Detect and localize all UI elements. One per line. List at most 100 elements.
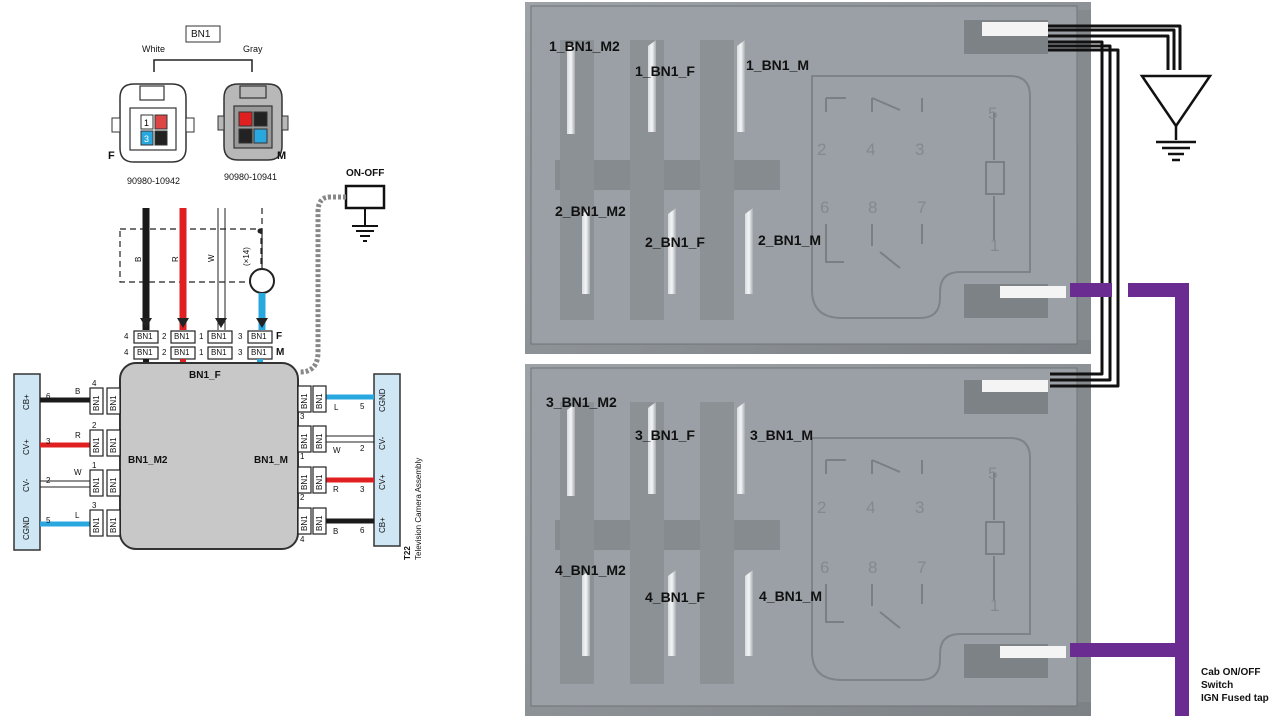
- relay-bot-num-2: 2: [817, 498, 827, 517]
- relay-top-num-7: 7: [917, 198, 927, 217]
- right-tag-3a: BN1: [300, 474, 309, 490]
- wire-label-x14: (×14): [242, 247, 251, 266]
- relay-mid-f-label: 2_BN1_F: [645, 234, 705, 250]
- left-outer-pin-2: 3: [46, 437, 51, 446]
- left-tag-4a: BN1: [92, 517, 101, 533]
- right-terminals: [297, 385, 327, 535]
- top-m-tag-3: BN1: [211, 348, 227, 357]
- svg-text:3: 3: [144, 134, 149, 144]
- module-label-left: BN1_M2: [128, 455, 168, 466]
- right-tag-1b: BN1: [315, 393, 324, 409]
- connector-title-box: [185, 25, 221, 43]
- top-m-tag-2: BN1: [174, 348, 190, 357]
- top-pin-2: 2: [162, 332, 167, 341]
- relay-top-m2-label: 1_BN1_M2: [549, 38, 620, 54]
- relay-r4-f-label: 4_BN1_F: [645, 589, 705, 605]
- left-wire-letter-3: W: [74, 468, 82, 477]
- relay-top-num-3: 3: [915, 140, 925, 159]
- top-m-tag-1: BN1: [137, 348, 153, 357]
- left-tag-2a: BN1: [92, 437, 101, 453]
- relay-r3-m2-label: 3_BN1_M2: [546, 394, 617, 410]
- right-outer-pin-1: 5: [360, 402, 365, 411]
- top-pin-4: 3: [238, 332, 243, 341]
- left-terminal-1: CB+: [22, 394, 31, 410]
- relay-bot-num-7: 7: [917, 558, 927, 577]
- wire-label-r: R: [171, 256, 180, 262]
- left-camera-block: [13, 373, 41, 551]
- wire-shield-box: [119, 228, 262, 283]
- relay-top: [525, 2, 1091, 354]
- right-wire-letter-2: W: [333, 446, 341, 455]
- relay-top-num-8: 8: [868, 198, 878, 217]
- left-wire-letter-1: B: [75, 387, 81, 396]
- left-tag-1a: BN1: [92, 395, 101, 411]
- cab-note-line-2: Switch: [1201, 680, 1234, 691]
- right-outer-pin-4: 6: [360, 526, 365, 535]
- pin-arrow-icons: [140, 318, 268, 328]
- left-outer-pin-1: 6: [46, 392, 51, 401]
- top-f-tag-4: BN1: [251, 332, 267, 341]
- female-color-label: White: [142, 44, 166, 54]
- top-row-m-tag: M: [276, 347, 285, 358]
- male-tag: M: [277, 150, 287, 162]
- right-outer-pin-2: 2: [360, 444, 365, 453]
- relay-bot-num-3: 3: [915, 498, 925, 517]
- relay-mid-m-label: 2_BN1_M: [758, 232, 822, 248]
- wire-label-b: B: [134, 256, 143, 262]
- relay-top-m-label: 1_BN1_M: [746, 57, 810, 73]
- female-tag: F: [108, 150, 115, 162]
- top-pin-3: 1: [199, 332, 204, 341]
- left-wire-letter-2: R: [75, 431, 81, 440]
- relay-top-num-4: 4: [866, 140, 876, 159]
- left-tag-3a: BN1: [92, 477, 101, 493]
- relay-r4-m-label: 4_BN1_M: [759, 588, 823, 604]
- male-connector-icon: [217, 83, 289, 161]
- right-terminal-4: CB+: [378, 517, 387, 533]
- right-tag-4b: BN1: [315, 515, 324, 531]
- right-wire-letter-1: L: [334, 403, 339, 412]
- top-m-tag-4: BN1: [251, 348, 267, 357]
- right-tag-1a: BN1: [300, 393, 309, 409]
- right-terminal-2: CV-: [378, 436, 387, 450]
- module-label-right: BN1_M: [254, 455, 288, 466]
- right-tag-2b: BN1: [315, 433, 324, 449]
- relay-top-f-label: 1_BN1_F: [635, 63, 695, 79]
- wire-white-top: [217, 208, 226, 330]
- left-tag-2b: BN1: [109, 437, 118, 453]
- connector-bracket: [153, 59, 253, 72]
- relay-top-num-6: 6: [820, 198, 830, 217]
- top-terminals: [133, 330, 273, 360]
- right-inner-pin-3: 2: [300, 493, 305, 502]
- top-f-tag-2: BN1: [174, 332, 190, 341]
- camera-name: Television Camera Assembly: [414, 457, 423, 560]
- male-part-number: 90980-10941: [224, 172, 278, 182]
- ground-symbol-icon: [1139, 74, 1213, 162]
- top-f-tag-1: BN1: [137, 332, 153, 341]
- left-terminal-2: CV+: [22, 439, 31, 455]
- left-outer-pin-4: 5: [46, 516, 51, 525]
- top-pin-m-1: 4: [124, 348, 129, 357]
- left-inner-pin-2: 2: [92, 421, 97, 430]
- female-part-number: 90980-10942: [127, 176, 181, 186]
- right-terminal-3: CV+: [378, 474, 387, 490]
- camera-code: T22: [403, 546, 412, 560]
- cab-note-line-1: Cab ON/OFF: [1201, 667, 1261, 678]
- ign-wire-purple: [1070, 283, 1189, 716]
- svg-text:1: 1: [144, 118, 149, 128]
- right-tag-2a: BN1: [300, 433, 309, 449]
- right-inner-pin-2: 1: [300, 452, 305, 461]
- top-pin-m-2: 2: [162, 348, 167, 357]
- relay-bot-num-8: 8: [868, 558, 878, 577]
- top-pin-m-3: 1: [199, 348, 204, 357]
- relay-top-num-5: 5: [988, 104, 998, 123]
- right-inner-pin-1: 3: [300, 412, 305, 421]
- relay-r4-m2-label: 4_BN1_M2: [555, 562, 626, 578]
- right-inner-pin-4: 4: [300, 535, 305, 544]
- relay-top-num-2: 2: [817, 140, 827, 159]
- relay-bot-num-5: 5: [988, 464, 998, 483]
- relay-r3-f-label: 3_BN1_F: [635, 427, 695, 443]
- ground-wire-bundle: [1048, 24, 1182, 388]
- left-inner-pin-1: 4: [92, 379, 97, 388]
- left-terminal-3: CV-: [22, 478, 31, 492]
